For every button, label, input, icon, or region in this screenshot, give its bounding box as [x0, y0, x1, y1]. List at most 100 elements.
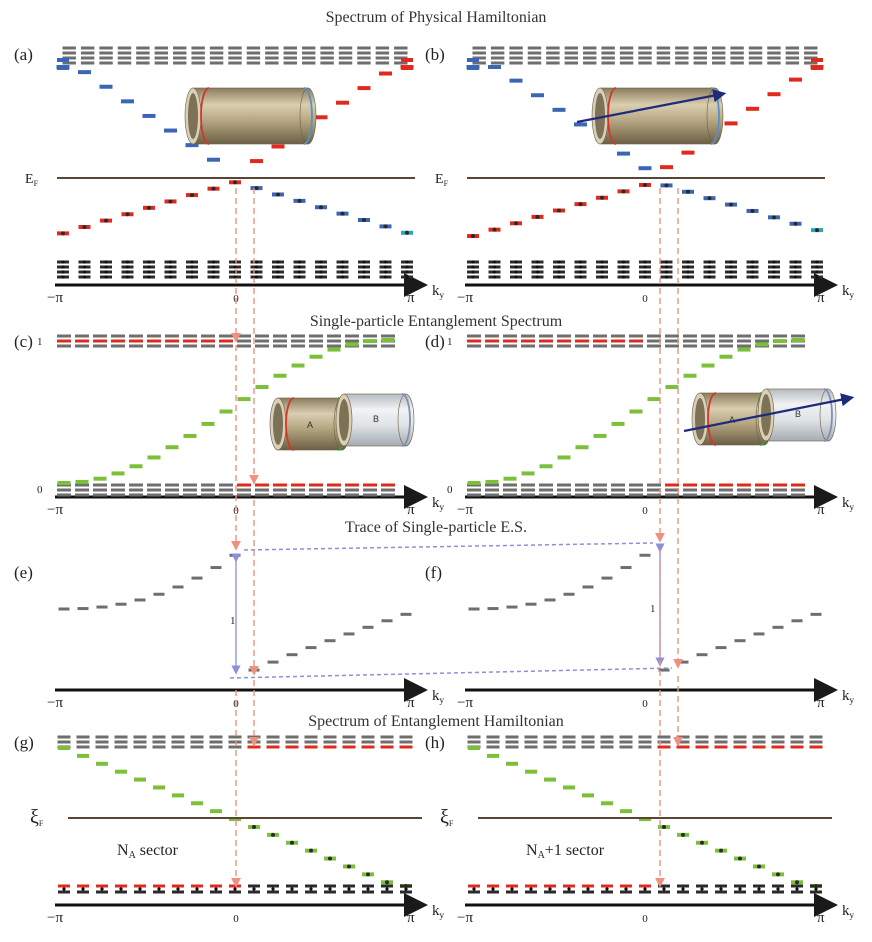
eh-bottom-dot-g	[157, 887, 161, 891]
valence-dot-b	[535, 214, 540, 219]
valence-band-dot-a	[104, 260, 108, 264]
eh-top-band-h	[486, 740, 500, 744]
tick-minus-pi-L0: −π	[47, 290, 63, 306]
es-green-level-c	[237, 397, 251, 402]
es-upper-band-c	[183, 334, 197, 338]
es-green-level-d	[593, 433, 607, 438]
es-green-level-d	[737, 347, 751, 352]
es-upper-band-c	[75, 339, 89, 343]
band-dash-a-top-b	[546, 61, 560, 65]
eh-bottom-band-h	[753, 884, 765, 888]
band-dash-a-top-a	[283, 56, 297, 60]
eh-top-band-h	[619, 745, 633, 749]
band-dash-a-top-b	[638, 46, 652, 50]
es-upper-band-c	[57, 344, 71, 348]
eh-top-band-g	[285, 740, 299, 744]
valence-band-dot-b	[514, 265, 518, 269]
band-dash-a-top-a	[357, 56, 371, 60]
es-lower-band-d	[629, 493, 643, 497]
cylinder-a-ring-right	[303, 87, 313, 145]
valence-band-dot-a	[61, 260, 65, 264]
conduction-level-a	[271, 144, 285, 149]
es-lower-band-c	[147, 493, 161, 497]
eh-bottom-band-g	[58, 890, 70, 894]
es-lower-band-d	[737, 493, 751, 497]
eh-top-band-h	[524, 740, 538, 744]
valence-band-dot-b	[471, 265, 475, 269]
eh-bottom-band-h	[696, 884, 708, 888]
es-upper-band-c	[237, 344, 251, 348]
es-green-level-d	[665, 385, 679, 390]
eh-top-band-g	[247, 745, 261, 749]
band-dash-a-top-b	[730, 46, 744, 50]
es-upper-band-c	[75, 344, 89, 348]
eh-bottom-band-g	[305, 890, 317, 894]
es-upper-band-d	[701, 339, 715, 343]
trace-level-e	[172, 585, 184, 589]
valence-band-dot-b	[793, 260, 798, 264]
eh-top-band-g	[76, 740, 90, 744]
band-dash-a-top-b	[767, 61, 781, 65]
es-lower-band-d	[521, 483, 535, 487]
band-dash-a-top-b	[564, 46, 579, 50]
fermi-label-b: EF	[435, 172, 449, 188]
eh-top-band-h	[505, 740, 519, 744]
cylinder-B-c-right-cap	[397, 393, 415, 447]
es-lower-band-c	[219, 493, 233, 497]
es-upper-band-c	[57, 334, 71, 338]
valence-band-dot-b	[492, 265, 497, 269]
eh-top-band-g	[304, 745, 318, 749]
eh-bottom-band-g	[400, 890, 412, 894]
band-dash-a-top-a	[338, 56, 353, 60]
es-upper-band-c	[129, 339, 143, 343]
valence-band-dot-b	[514, 270, 518, 274]
eh-bottom-dot-h	[776, 887, 780, 891]
es-lower-band-d	[773, 483, 787, 487]
valence-band-dot-a	[276, 260, 280, 264]
es-upper-band-d	[611, 339, 625, 343]
es-lower-band-d	[593, 488, 607, 492]
es-lower-band-d	[647, 483, 661, 487]
es-lower-band-d	[683, 493, 697, 497]
eh-top-band-g	[133, 740, 147, 744]
es-lower-band-d	[647, 493, 661, 497]
valence-band-dot-a	[168, 270, 173, 274]
eh-bottom-dot-g	[138, 887, 142, 891]
es-upper-band-d	[575, 334, 589, 338]
eh-top-band-h	[505, 735, 519, 739]
conduction-level-b	[574, 122, 587, 127]
valence-dot-b	[664, 183, 669, 188]
band-dash-a-top-a	[173, 56, 187, 60]
valence-band-dot-a	[340, 260, 345, 264]
es-lower-band-c	[237, 483, 251, 487]
eh-bottom-dot-g	[290, 887, 294, 891]
eh-bottom-dot-h	[548, 887, 552, 891]
valence-dot-b	[514, 221, 518, 226]
es-upper-band-d	[791, 334, 805, 338]
band-dash-a-top-a	[80, 46, 95, 50]
eh-top-band-h	[714, 745, 728, 749]
es-tick-zero-d: 0	[447, 484, 453, 496]
eh-bottom-dot-h	[472, 887, 476, 891]
band-dash-a-top-a	[320, 46, 334, 50]
cylinder-A-c-ring-left	[285, 397, 295, 451]
eh-bottom-dot-h	[738, 887, 742, 891]
band-dash-a-top-a	[394, 61, 408, 65]
valence-dot-a	[297, 198, 302, 203]
valence-band-dot-a	[82, 270, 87, 274]
valence-dot-a	[233, 180, 237, 185]
valence-band-dot-b	[815, 270, 819, 274]
es-lower-band-d	[593, 483, 607, 487]
es-green-level-d	[521, 471, 535, 476]
band-dash-a-top-b	[693, 56, 707, 60]
es-upper-band-d	[665, 334, 679, 338]
es-upper-band-d	[647, 339, 661, 343]
eh-filled-dot-g	[290, 840, 294, 845]
valence-band-dot-b	[578, 260, 583, 264]
valence-band-dot-a	[405, 270, 409, 274]
eh-bottom-band-g	[172, 890, 184, 894]
valence-band-dot-a	[211, 275, 216, 279]
eh-bottom-band-h	[810, 884, 822, 888]
band-dash-a-top-b	[564, 61, 579, 65]
es-lower-band-d	[791, 488, 805, 492]
